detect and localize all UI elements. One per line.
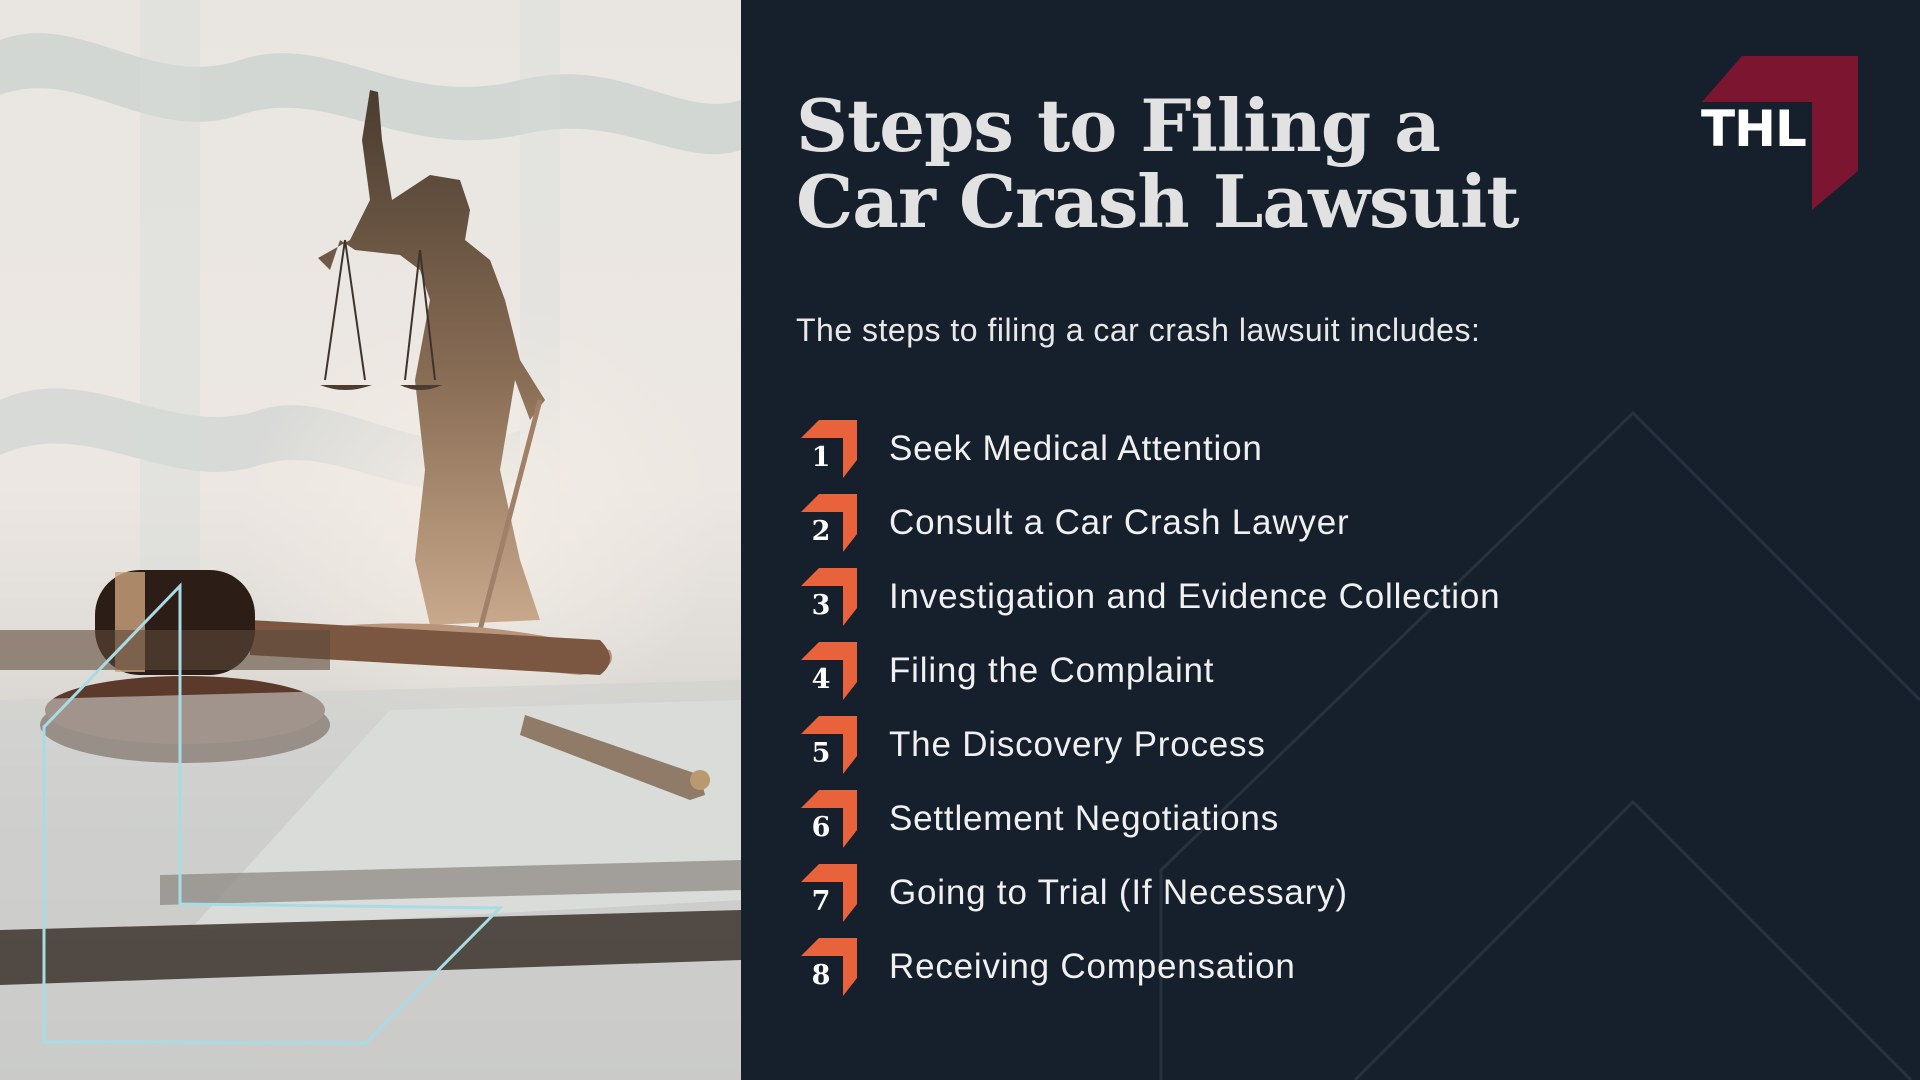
step-number: 2 bbox=[811, 516, 831, 547]
step-label: Settlement Negotiations bbox=[889, 799, 1280, 838]
step-label: The Discovery Process bbox=[889, 725, 1266, 764]
thl-logo-mark bbox=[1702, 56, 1858, 210]
step-badge: 5 bbox=[801, 716, 863, 774]
arrow-corner-icon bbox=[801, 568, 857, 626]
step-label: Filing the Complaint bbox=[889, 651, 1215, 690]
step-label: Investigation and Evidence Collection bbox=[889, 577, 1501, 616]
step-label: Receiving Compensation bbox=[889, 947, 1296, 986]
arrow-corner-icon bbox=[801, 494, 857, 552]
step-label: Seek Medical Attention bbox=[889, 429, 1263, 468]
step-item: 4 Filing the Complaint bbox=[801, 634, 1500, 708]
step-number: 8 bbox=[811, 960, 831, 991]
step-badge: 8 bbox=[801, 938, 863, 996]
decorative-outline bbox=[42, 582, 504, 1045]
step-item: 6 Settlement Negotiations bbox=[801, 782, 1500, 856]
step-label: Consult a Car Crash Lawyer bbox=[889, 503, 1350, 542]
arrow-corner-icon bbox=[801, 716, 857, 774]
page-title: Steps to Filing a Car Crash Lawsuit bbox=[796, 88, 1596, 240]
arrow-corner-icon bbox=[801, 420, 857, 478]
step-item: 1 Seek Medical Attention bbox=[801, 412, 1500, 486]
step-badge: 4 bbox=[801, 642, 863, 700]
step-label: Going to Trial (If Necessary) bbox=[889, 873, 1348, 912]
hero-photo bbox=[0, 0, 741, 1080]
step-item: 2 Consult a Car Crash Lawyer bbox=[801, 486, 1500, 560]
intro-text: The steps to filing a car crash lawsuit … bbox=[796, 312, 1481, 348]
step-number: 3 bbox=[811, 590, 831, 621]
step-number: 1 bbox=[811, 442, 831, 473]
step-badge: 1 bbox=[801, 420, 863, 478]
step-item: 5 The Discovery Process bbox=[801, 708, 1500, 782]
lady-justice-illustration bbox=[0, 0, 741, 1080]
thl-logo-text: THL bbox=[1701, 100, 1807, 158]
step-badge: 7 bbox=[801, 864, 863, 922]
step-item: 7 Going to Trial (If Necessary) bbox=[801, 856, 1500, 930]
arrow-corner-icon bbox=[801, 790, 857, 848]
arrow-corner-icon bbox=[801, 864, 857, 922]
step-number: 5 bbox=[811, 738, 831, 769]
chevron-background-pattern bbox=[1159, 410, 1920, 1080]
content-panel: Steps to Filing a Car Crash Lawsuit The … bbox=[741, 0, 1920, 1080]
title-line-2: Car Crash Lawsuit bbox=[796, 159, 1520, 244]
arrow-corner-icon bbox=[801, 642, 857, 700]
title-line-1: Steps to Filing a bbox=[796, 83, 1441, 168]
step-item: 3 Investigation and Evidence Collection bbox=[801, 560, 1500, 634]
step-number: 6 bbox=[811, 812, 831, 843]
step-badge: 6 bbox=[801, 790, 863, 848]
step-badge: 2 bbox=[801, 494, 863, 552]
steps-list: 1 Seek Medical Attention 2 Consult a Car… bbox=[801, 412, 1500, 1004]
step-badge: 3 bbox=[801, 568, 863, 626]
step-number: 7 bbox=[811, 886, 831, 917]
arrow-corner-icon bbox=[801, 938, 857, 996]
step-number: 4 bbox=[811, 664, 831, 695]
step-item: 8 Receiving Compensation bbox=[801, 930, 1500, 1004]
